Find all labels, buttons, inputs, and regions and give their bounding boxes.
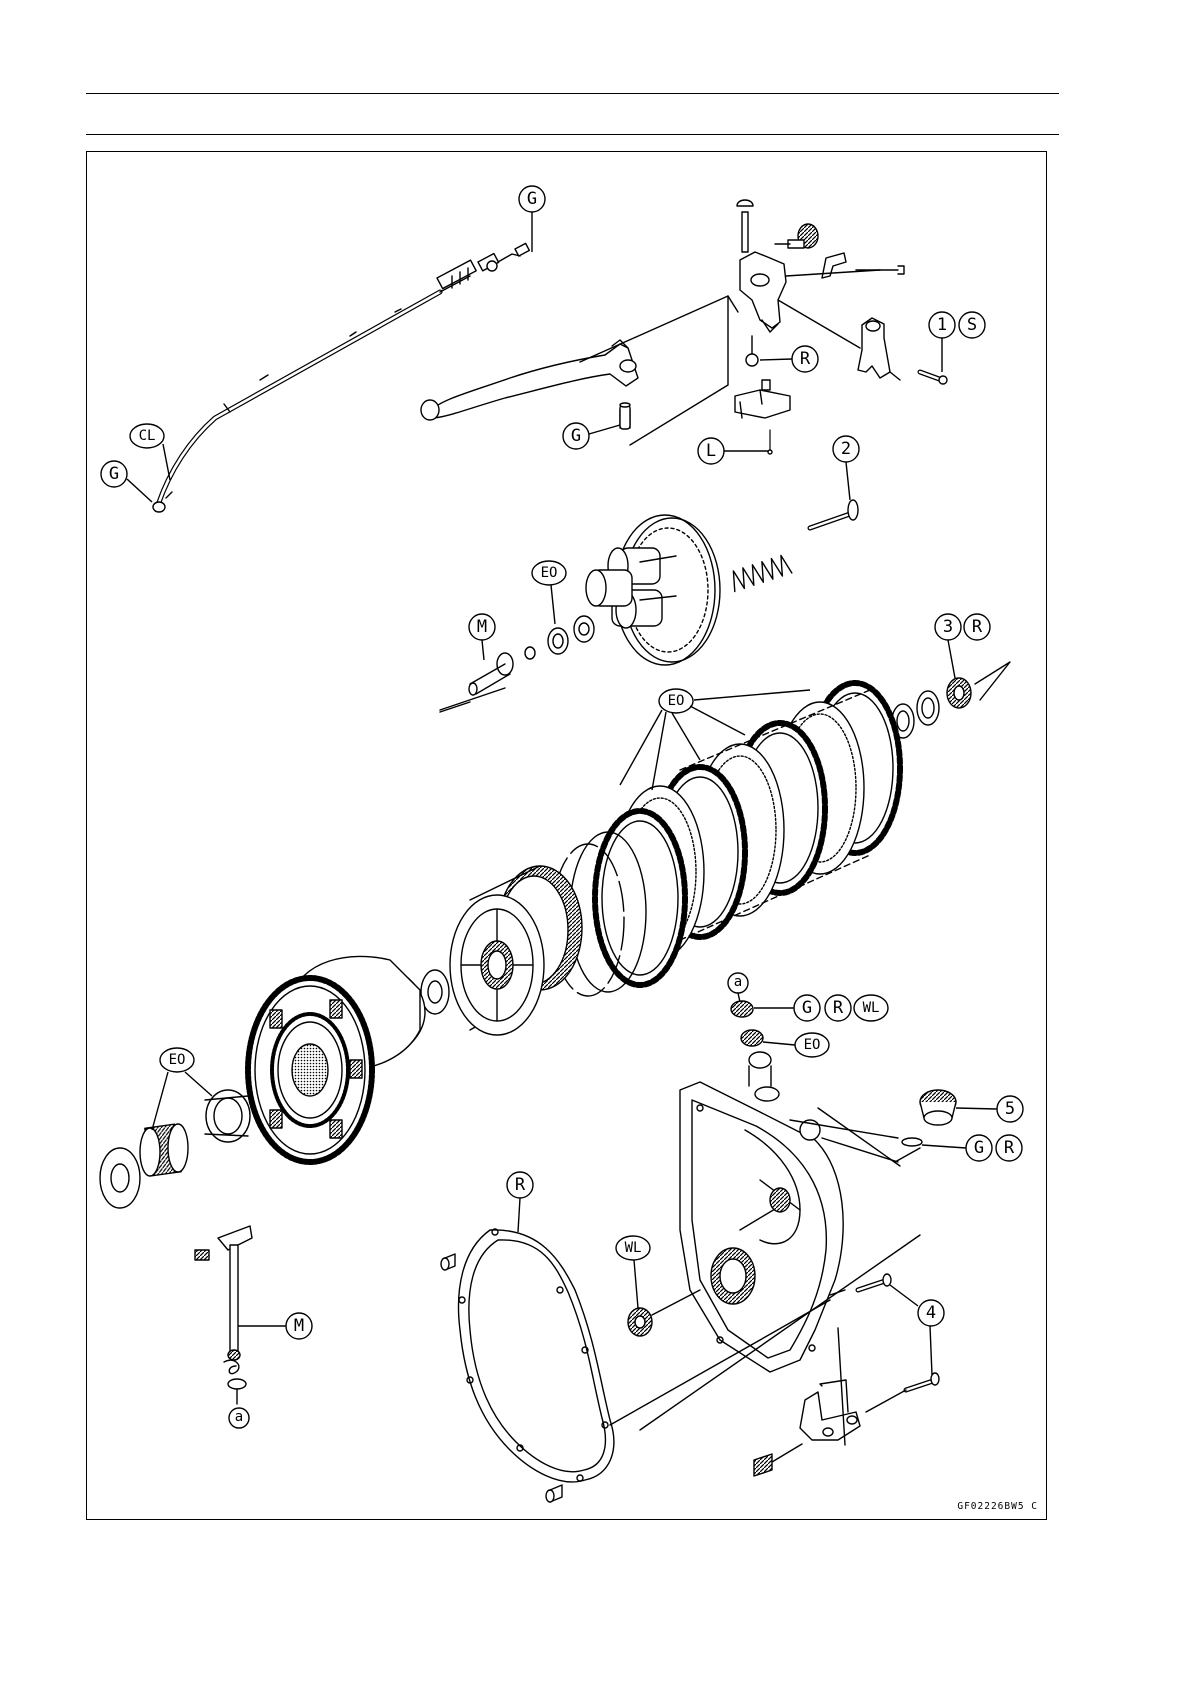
callout-5: 5 (1005, 1099, 1015, 1119)
callout-m-shaft: M (294, 1316, 304, 1336)
callout-wl-seal: WL (625, 1240, 642, 1256)
callout-a-top: a (734, 974, 742, 990)
clutch-spring (729, 500, 858, 591)
callout-s: S (967, 315, 977, 335)
callout-g-cable-end: G (109, 464, 119, 484)
callout-g-cable-top: G (527, 189, 537, 209)
callout-eo-pusher: EO (541, 565, 558, 581)
release-shaft (195, 1226, 252, 1404)
callout-g-pivot: G (571, 426, 581, 446)
clutch-housing (248, 956, 425, 1162)
callout-l: L (706, 441, 716, 461)
clutch-lever (421, 340, 638, 429)
callout-4: 4 (926, 1303, 936, 1323)
clutch-switch (735, 380, 790, 454)
callout-r-bearing: R (833, 998, 844, 1018)
cover-bolts (830, 1274, 939, 1390)
cover-gasket (441, 1229, 614, 1502)
callout-eo-bushing: EO (804, 1037, 821, 1053)
callout-r-nut: R (800, 349, 811, 369)
callout-eo-plates: EO (668, 693, 685, 709)
oil-seal (628, 1290, 700, 1336)
callout-m-pushrod: M (477, 617, 487, 637)
callout-wl-bearing: WL (863, 1000, 880, 1016)
pusher-bearing (525, 616, 594, 659)
callout-2: 2 (841, 439, 851, 459)
clutch-hub (450, 866, 582, 1035)
callout-g-bearing: G (802, 998, 812, 1018)
callout-3: 3 (943, 617, 953, 637)
clutch-plates (552, 683, 900, 996)
figure-code: GF02226BW5 C (957, 1501, 1038, 1512)
callout-r-gasket: R (515, 1175, 526, 1195)
callout-r-hub-nut: R (972, 617, 983, 637)
callout-g-oring: G (974, 1138, 984, 1158)
hub-nut-washers (892, 662, 1010, 738)
left-washer (100, 1148, 140, 1208)
clutch-cover (680, 1082, 898, 1372)
callout-eo-needle: EO (169, 1052, 186, 1068)
cover-needle-bearings (731, 1001, 771, 1086)
clutch-pressure-plate (586, 515, 720, 665)
needle-bearing (140, 1090, 250, 1176)
callout-r-oring: R (1004, 1138, 1015, 1158)
callout-1: 1 (937, 315, 947, 335)
clutch-cable (153, 243, 529, 512)
callout-cl: CL (139, 428, 156, 444)
push-rod (440, 653, 513, 710)
callout-a-bottom: a (235, 1409, 243, 1425)
